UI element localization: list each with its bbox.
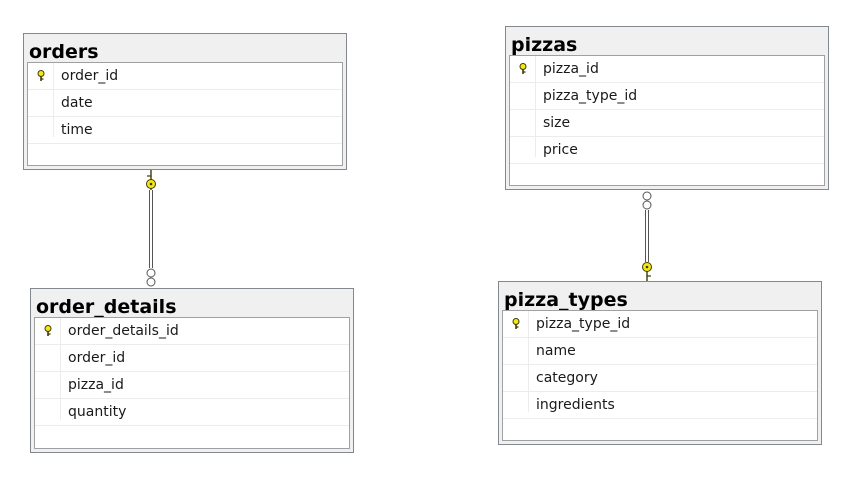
table-title: order_details: [36, 296, 177, 318]
column-name: size: [543, 115, 571, 131]
column-row[interactable]: order_id: [28, 63, 342, 90]
primary-key-icon: [510, 56, 535, 82]
table-orders[interactable]: orders order_id date time: [23, 33, 347, 170]
column-row[interactable]: time: [28, 117, 342, 144]
table-pizzas[interactable]: pizzas pizza_id pizza_type_id size price: [505, 26, 829, 190]
column-name: pizza_type_id: [543, 88, 638, 104]
table-order-details[interactable]: order_details order_details_id order_id …: [30, 288, 354, 453]
column-name: price: [543, 142, 578, 158]
column-name: pizza_id: [543, 61, 599, 77]
column-grid: order_id date time: [27, 62, 343, 166]
column-row[interactable]: order_id: [35, 345, 349, 372]
column-name: order_id: [61, 68, 119, 84]
one-end-key-icon: [146, 170, 156, 190]
column-row[interactable]: size: [510, 110, 824, 137]
column-name: name: [536, 343, 576, 359]
column-name: ingredients: [536, 397, 615, 413]
column-grid: order_details_id order_id pizza_id quant…: [34, 317, 350, 449]
column-name: order_details_id: [68, 323, 179, 339]
primary-key-icon: [503, 311, 528, 337]
column-grid: pizza_id pizza_type_id size price: [509, 55, 825, 186]
column-row[interactable]: quantity: [35, 399, 349, 426]
table-title: pizzas: [511, 34, 578, 56]
column-row[interactable]: pizza_id: [510, 56, 824, 83]
column-row[interactable]: pizza_type_id: [503, 311, 817, 338]
column-row[interactable]: pizza_id: [35, 372, 349, 399]
table-title: pizza_types: [504, 289, 628, 311]
column-row[interactable]: category: [503, 365, 817, 392]
table-pizza-types[interactable]: pizza_types pizza_type_id name category …: [498, 281, 822, 445]
many-end-infinity-icon: [642, 191, 652, 210]
relationship-orders-order-details[interactable]: [146, 170, 156, 287]
column-name: order_id: [68, 350, 126, 366]
column-row[interactable]: price: [510, 137, 824, 164]
column-name: category: [536, 370, 598, 386]
one-end-key-icon: [642, 262, 652, 281]
column-row[interactable]: name: [503, 338, 817, 365]
column-name: date: [61, 95, 93, 111]
column-name: time: [61, 122, 93, 138]
column-name: pizza_type_id: [536, 316, 631, 332]
relationship-pizzas-pizza-types[interactable]: [642, 191, 652, 281]
primary-key-icon: [28, 63, 53, 89]
many-end-infinity-icon: [146, 268, 156, 287]
column-row[interactable]: order_details_id: [35, 318, 349, 345]
column-row[interactable]: date: [28, 90, 342, 117]
column-row[interactable]: pizza_type_id: [510, 83, 824, 110]
column-name: quantity: [68, 404, 127, 420]
table-title: orders: [29, 41, 99, 63]
primary-key-icon: [35, 318, 60, 344]
column-grid: pizza_type_id name category ingredients: [502, 310, 818, 441]
column-row[interactable]: ingredients: [503, 392, 817, 419]
column-name: pizza_id: [68, 377, 124, 393]
